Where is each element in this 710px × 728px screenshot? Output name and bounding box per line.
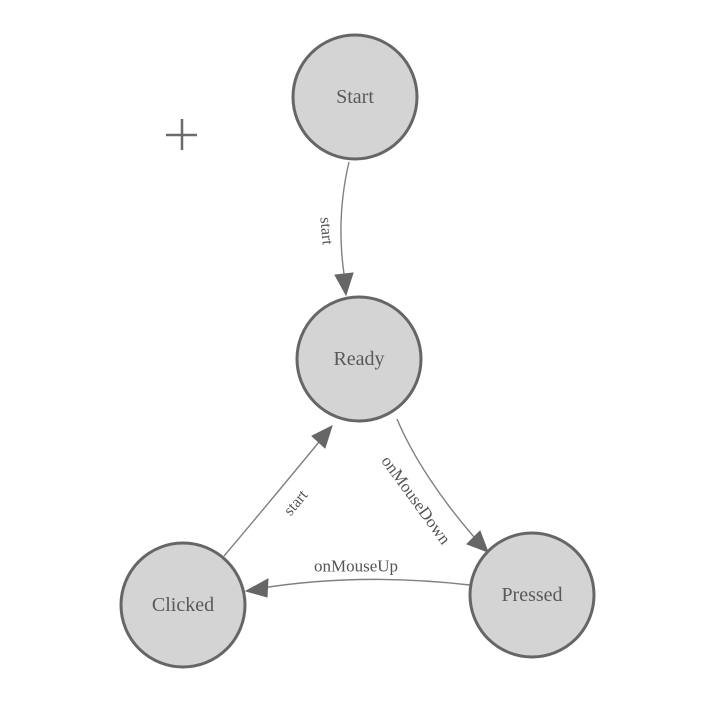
node-ready-circle[interactable] xyxy=(295,295,423,423)
edge-pressed-to-clicked[interactable]: onMouseUp xyxy=(244,557,471,598)
edge-clicked-to-ready[interactable]: start xyxy=(223,425,333,557)
node-start-circle[interactable] xyxy=(291,33,419,161)
edge-start-to-ready[interactable]: start xyxy=(316,161,354,297)
edge-line[interactable] xyxy=(255,578,471,590)
arrowhead-icon xyxy=(334,272,354,297)
arrowhead-icon xyxy=(466,530,489,553)
node-pressed[interactable]: Pressed xyxy=(468,531,596,659)
node-start[interactable]: Start xyxy=(291,33,419,161)
crosshair-plus-icon[interactable] xyxy=(166,119,197,150)
edge-label-onmousedown: onMouseDown xyxy=(378,452,455,548)
node-start-label: Start xyxy=(336,86,374,108)
node-clicked-label: Clicked xyxy=(152,594,214,616)
node-clicked[interactable]: Clicked xyxy=(119,541,247,669)
edge-label-onmouseup: onMouseUp xyxy=(314,557,398,576)
arrowhead-icon xyxy=(244,578,269,598)
edge-label-start-1: start xyxy=(316,217,335,246)
edge-line[interactable] xyxy=(396,418,475,538)
edge-line[interactable] xyxy=(223,441,320,557)
node-pressed-label: Pressed xyxy=(501,584,562,606)
node-pressed-circle[interactable] xyxy=(468,531,596,659)
node-ready-label: Ready xyxy=(333,348,384,370)
arrowhead-icon xyxy=(311,425,333,449)
edge-ready-to-pressed[interactable]: onMouseDown xyxy=(378,418,489,553)
node-ready[interactable]: Ready xyxy=(295,295,423,423)
edge-line[interactable] xyxy=(340,161,350,275)
edge-label-start-2: start xyxy=(281,487,312,519)
node-clicked-circle[interactable] xyxy=(119,541,247,669)
